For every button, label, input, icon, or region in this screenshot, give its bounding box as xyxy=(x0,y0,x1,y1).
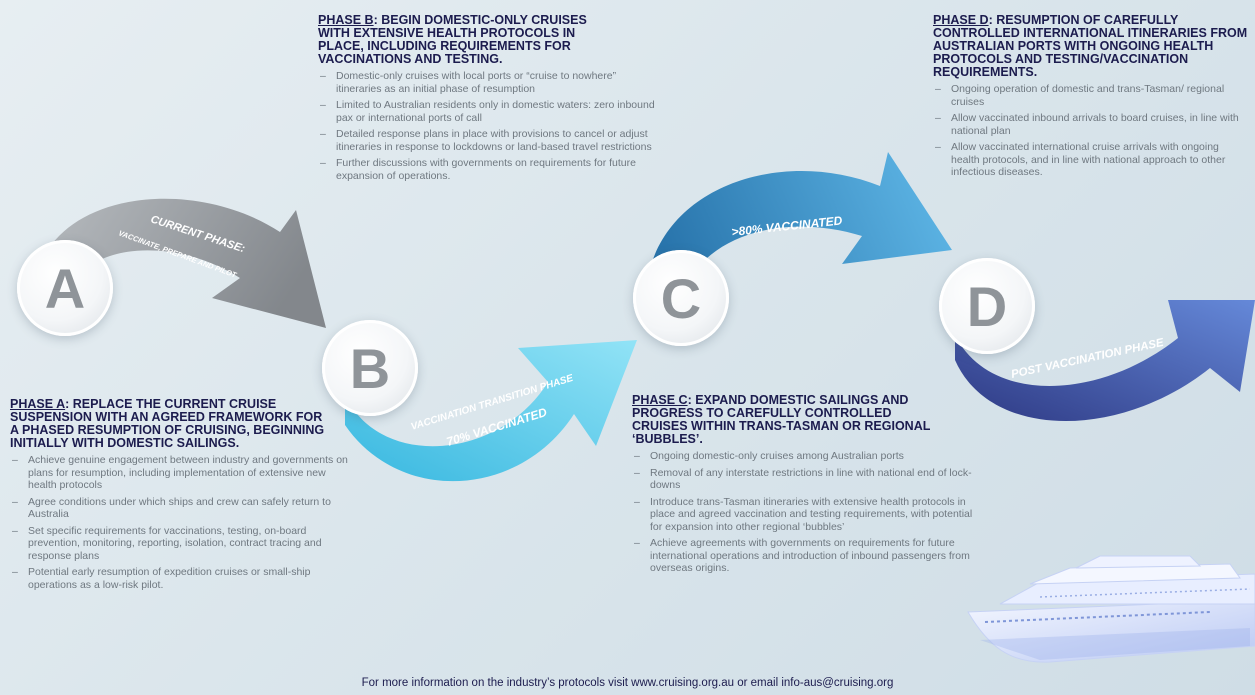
phase-a-list: Achieve genuine engagement between indus… xyxy=(10,454,355,591)
phase-d-section: PHASE D: RESUMPTION OF CAREFULLY CONTROL… xyxy=(933,14,1248,183)
phase-b-section: PHASE B: BEGIN DOMESTIC-ONLY CRUISES WIT… xyxy=(318,14,658,186)
cruise-ship-illustration xyxy=(967,555,1255,663)
phase-b-circle: B xyxy=(322,320,418,416)
phase-c-title: PHASE C: EXPAND DOMESTIC SAILINGS AND PR… xyxy=(632,393,931,446)
list-item: Limited to Australian residents only in … xyxy=(318,99,658,124)
phase-d-list: Ongoing operation of domestic and trans-… xyxy=(933,83,1248,179)
phase-d-circle: D xyxy=(939,258,1035,354)
phase-c-list: Ongoing domestic-only cruises among Aust… xyxy=(632,450,977,575)
list-item: Introduce trans-Tasman itineraries with … xyxy=(632,496,977,534)
list-item: Further discussions with governments on … xyxy=(318,157,658,182)
list-item: Achieve genuine engagement between indus… xyxy=(10,454,355,492)
list-item: Ongoing domestic-only cruises among Aust… xyxy=(632,450,977,463)
list-item: Ongoing operation of domestic and trans-… xyxy=(933,83,1248,108)
arrow-b xyxy=(345,340,637,482)
phase-c-circle: C xyxy=(633,250,729,346)
phase-d-title: PHASE D: RESUMPTION OF CAREFULLY CONTROL… xyxy=(933,13,1248,79)
list-item: Allow vaccinated inbound arrivals to boa… xyxy=(933,112,1248,137)
arrow-d xyxy=(955,300,1255,422)
list-item: Detailed response plans in place with pr… xyxy=(318,128,658,153)
list-item: Achieve agreements with governments on r… xyxy=(632,537,977,575)
phase-c-section: PHASE C: EXPAND DOMESTIC SAILINGS AND PR… xyxy=(632,394,977,579)
list-item: Allow vaccinated international cruise ar… xyxy=(933,141,1248,179)
list-item: Removal of any interstate restrictions i… xyxy=(632,467,977,492)
phase-a-title: PHASE A: REPLACE THE CURRENT CRUISE SUSP… xyxy=(10,397,325,450)
phase-b-title: PHASE B: BEGIN DOMESTIC-ONLY CRUISES WIT… xyxy=(318,13,587,66)
footer-note: For more information on the industry’s p… xyxy=(361,677,894,689)
list-item: Agree conditions under which ships and c… xyxy=(10,496,355,521)
list-item: Set specific requirements for vaccinatio… xyxy=(10,525,355,563)
list-item: Potential early resumption of expedition… xyxy=(10,566,355,591)
arrow-c xyxy=(652,152,952,292)
phase-a-section: PHASE A: REPLACE THE CURRENT CRUISE SUSP… xyxy=(10,398,355,595)
phase-a-circle: A xyxy=(17,240,113,336)
list-item: Domestic-only cruises with local ports o… xyxy=(318,70,658,95)
arrow-a xyxy=(45,198,326,328)
phase-b-list: Domestic-only cruises with local ports o… xyxy=(318,70,658,182)
